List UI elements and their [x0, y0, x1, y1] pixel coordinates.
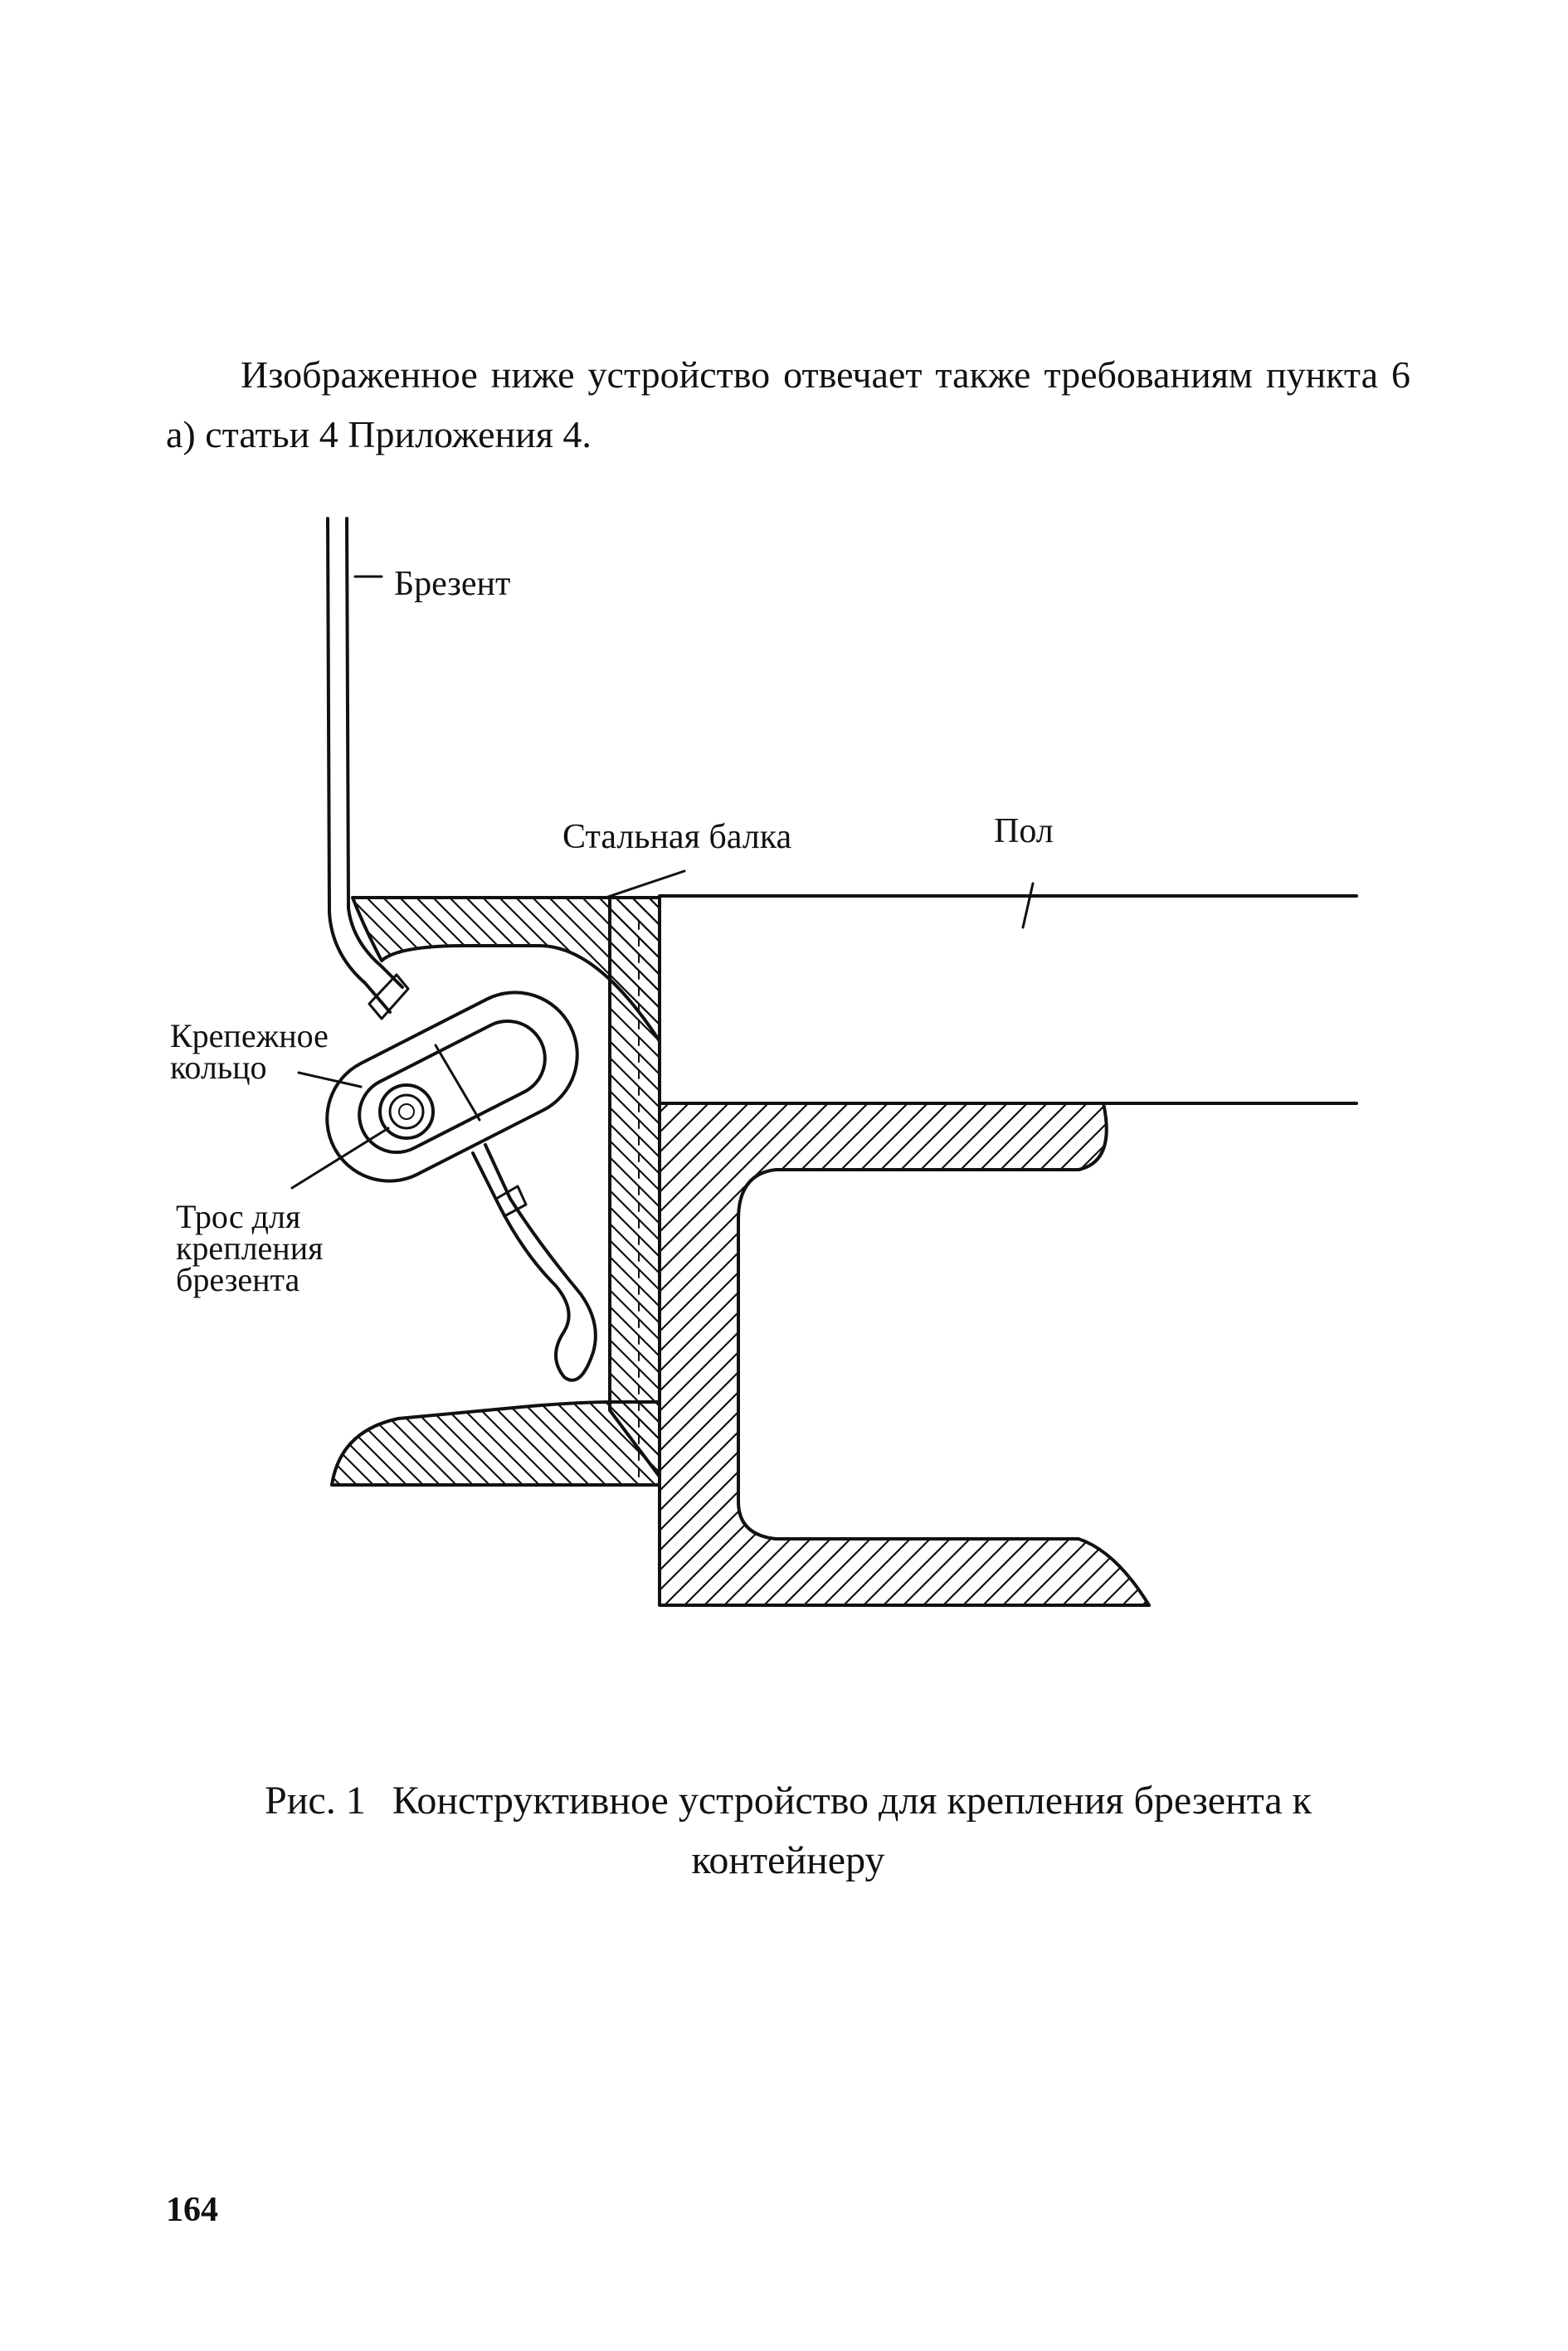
cable-label-line2: крепления [176, 1229, 324, 1267]
steel-beam-label: Стальная балка [562, 818, 791, 856]
cable-clamp [494, 1185, 528, 1218]
tarpaulin [326, 517, 392, 1014]
tarpaulin-clamp [368, 973, 410, 1020]
cable-eye [398, 1103, 415, 1120]
cable-eye [388, 1093, 425, 1130]
fastening-cable [471, 1143, 597, 1382]
figure-caption-number: Рис. 1 [265, 1779, 366, 1823]
intro-paragraph: Изображенное ниже устройство отвечает та… [166, 353, 1410, 455]
floor-label: Пол [994, 812, 1054, 850]
tarpaulin-label: Брезент [394, 565, 510, 603]
cable-label-line1: Трос для [176, 1198, 300, 1235]
ring-leader-line [297, 1071, 363, 1088]
figure-caption-text: Конструктивное устройство для крепления … [392, 1779, 1312, 1882]
ring-cross-bar [434, 1044, 481, 1122]
side-web [608, 896, 661, 1478]
floor-leader-line [1021, 882, 1035, 929]
figure-caption: Рис. 1 Конструктивное устройство для креп… [166, 1771, 1410, 1891]
cable-label-line3: брезента [176, 1261, 300, 1298]
page-number: 164 [166, 2191, 218, 2229]
lower-flange [330, 1400, 661, 1487]
ring-label-line2: кольцо [170, 1049, 266, 1086]
cable-leader-line [290, 1127, 390, 1190]
cross-member [658, 1102, 1151, 1607]
fastening-ring [325, 991, 579, 1183]
cable-eye [378, 1083, 435, 1140]
ring-label-line1: Крепежное [170, 1017, 329, 1054]
tarpaulin [345, 517, 404, 989]
steel-beam-leader-line [604, 869, 686, 899]
